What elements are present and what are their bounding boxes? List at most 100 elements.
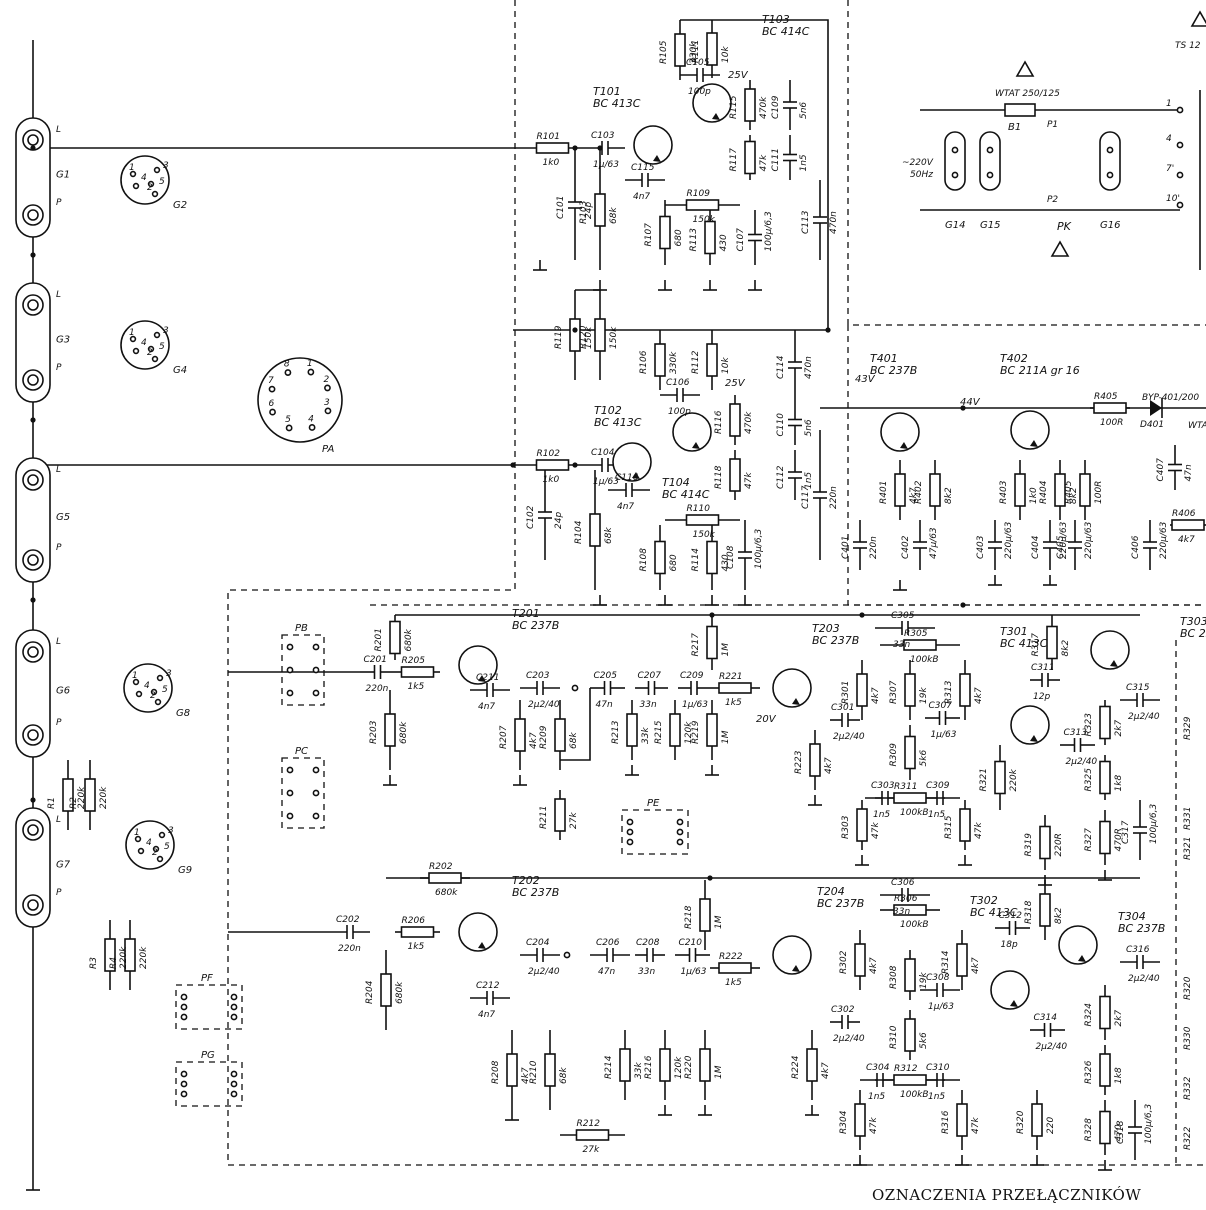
label-r309: R309 bbox=[889, 743, 899, 767]
selector-pin-label: 5 bbox=[285, 415, 291, 425]
din-pin bbox=[150, 688, 158, 696]
edge-ref: WTA bbox=[1188, 421, 1206, 431]
label-c306: C306 bbox=[891, 878, 915, 888]
selector-pin-label: 6 bbox=[269, 399, 275, 409]
emitter-arrow bbox=[478, 942, 486, 949]
resistor-r210 bbox=[544, 1053, 556, 1087]
terminal bbox=[676, 838, 684, 846]
label-r402: R402 bbox=[914, 480, 924, 504]
terminal bbox=[312, 666, 320, 674]
terminal bbox=[324, 407, 332, 415]
label-c114: C114 bbox=[776, 355, 786, 379]
value-c116: 4n7 bbox=[617, 502, 634, 512]
label-g5: G5 bbox=[56, 512, 70, 523]
label-r404: R404 bbox=[1039, 480, 1049, 504]
label-r106: R106 bbox=[639, 350, 649, 374]
emitter-arrow bbox=[1030, 735, 1038, 742]
switch-contact: P1 bbox=[1047, 120, 1058, 130]
wire bbox=[227, 0, 516, 1166]
label-r302: R302 bbox=[839, 950, 849, 974]
resistor-r205 bbox=[400, 666, 435, 678]
value-r401: 4k7 bbox=[909, 487, 919, 504]
resistor-r211 bbox=[554, 798, 566, 832]
label-r316: R316 bbox=[941, 1110, 951, 1134]
value-r213: 33k bbox=[641, 727, 651, 744]
transistor-t303 bbox=[1090, 630, 1130, 670]
value-r222: 1k5 bbox=[725, 978, 742, 988]
value-c302: 2µ2/40 bbox=[833, 1034, 865, 1044]
value-r316: 47k bbox=[971, 1117, 981, 1134]
slide-switch-pg bbox=[175, 1061, 243, 1107]
value-c315: 2µ2/40 bbox=[1128, 712, 1160, 722]
resistor-r401 bbox=[894, 473, 906, 507]
value-r220: 1M bbox=[714, 1065, 724, 1079]
resistor-r312 bbox=[893, 1074, 927, 1086]
resistor-r206 bbox=[400, 926, 435, 938]
pin-p: P bbox=[56, 543, 62, 553]
label-g3: G3 bbox=[56, 335, 70, 346]
terminal bbox=[180, 1013, 188, 1021]
label-r206: R206 bbox=[402, 916, 426, 926]
din-pin bbox=[132, 182, 140, 190]
socket-label: G16 bbox=[1100, 220, 1120, 231]
label-c304: C304 bbox=[866, 1063, 890, 1073]
label-c106: C106 bbox=[666, 378, 690, 388]
value-c316: 2µ2/40 bbox=[1128, 974, 1160, 984]
label-r101: R101 bbox=[537, 132, 560, 142]
jack-pin bbox=[27, 824, 39, 836]
edge-ref: R331 bbox=[1183, 807, 1193, 830]
din-pin bbox=[151, 190, 159, 198]
selector-pin-label: 7 bbox=[268, 376, 274, 386]
value-c103: 1µ/63 bbox=[593, 160, 619, 170]
jack-block-g3 bbox=[15, 282, 51, 403]
value-r3: 220k bbox=[119, 946, 129, 969]
value-r212: 27k bbox=[583, 1145, 600, 1155]
junction-dot bbox=[572, 462, 578, 468]
din-pin-label: 2 bbox=[147, 348, 153, 358]
value-r317: 8k2 bbox=[1061, 640, 1071, 657]
resistor-r404 bbox=[1054, 473, 1066, 507]
value-c407: 47n bbox=[1184, 464, 1194, 481]
label-c303: C303 bbox=[871, 781, 895, 791]
value-c212: 4n7 bbox=[478, 1010, 495, 1020]
junction-dot bbox=[572, 145, 578, 151]
label-c105: C105 bbox=[686, 58, 710, 68]
label-c402: C402 bbox=[901, 535, 911, 559]
resistor-r328 bbox=[1099, 1110, 1111, 1145]
din-pin-label: 2 bbox=[147, 183, 153, 193]
jack-pin bbox=[27, 899, 39, 911]
label-t103: T103 bbox=[762, 13, 790, 26]
value-r223: 4k7 bbox=[824, 757, 834, 774]
mains-socket bbox=[979, 131, 1001, 191]
label-c406: C406 bbox=[1131, 535, 1141, 559]
slide-switch-pb bbox=[281, 634, 325, 706]
edge-ref: R320 bbox=[1183, 976, 1193, 1000]
jack-block-g5 bbox=[15, 457, 51, 583]
din-pin bbox=[135, 690, 143, 698]
slide-switch-pc bbox=[281, 757, 325, 829]
value-c106: 100p bbox=[668, 407, 691, 417]
resistor-r319 bbox=[1039, 825, 1051, 860]
emitter-arrow bbox=[692, 442, 700, 449]
resistor-r218 bbox=[699, 898, 711, 932]
din-pin-label: 3 bbox=[163, 326, 169, 336]
value-c206: 47n bbox=[598, 967, 615, 977]
terminal bbox=[230, 1070, 238, 1078]
resistor-r405 bbox=[1093, 402, 1127, 414]
resistor-r221 bbox=[718, 682, 752, 694]
value-r206: 1k5 bbox=[408, 942, 425, 952]
value-r404: 8k2 bbox=[1069, 487, 1079, 504]
pin-p: P bbox=[56, 363, 62, 373]
din-pin-label: 3 bbox=[166, 669, 172, 679]
label-r115: R115 bbox=[729, 95, 739, 119]
value-r304: 47k bbox=[869, 1117, 879, 1134]
din-pin bbox=[134, 835, 142, 843]
value-r307: 19k bbox=[919, 687, 929, 704]
din-pin-label: 5 bbox=[159, 177, 165, 187]
value-c202: 220n bbox=[338, 944, 361, 954]
value-r308: 19k bbox=[919, 972, 929, 989]
label-c209: C209 bbox=[680, 671, 704, 681]
resistor-r405 bbox=[1079, 473, 1091, 507]
terminal bbox=[312, 812, 320, 820]
label-c115: C115 bbox=[631, 163, 655, 173]
